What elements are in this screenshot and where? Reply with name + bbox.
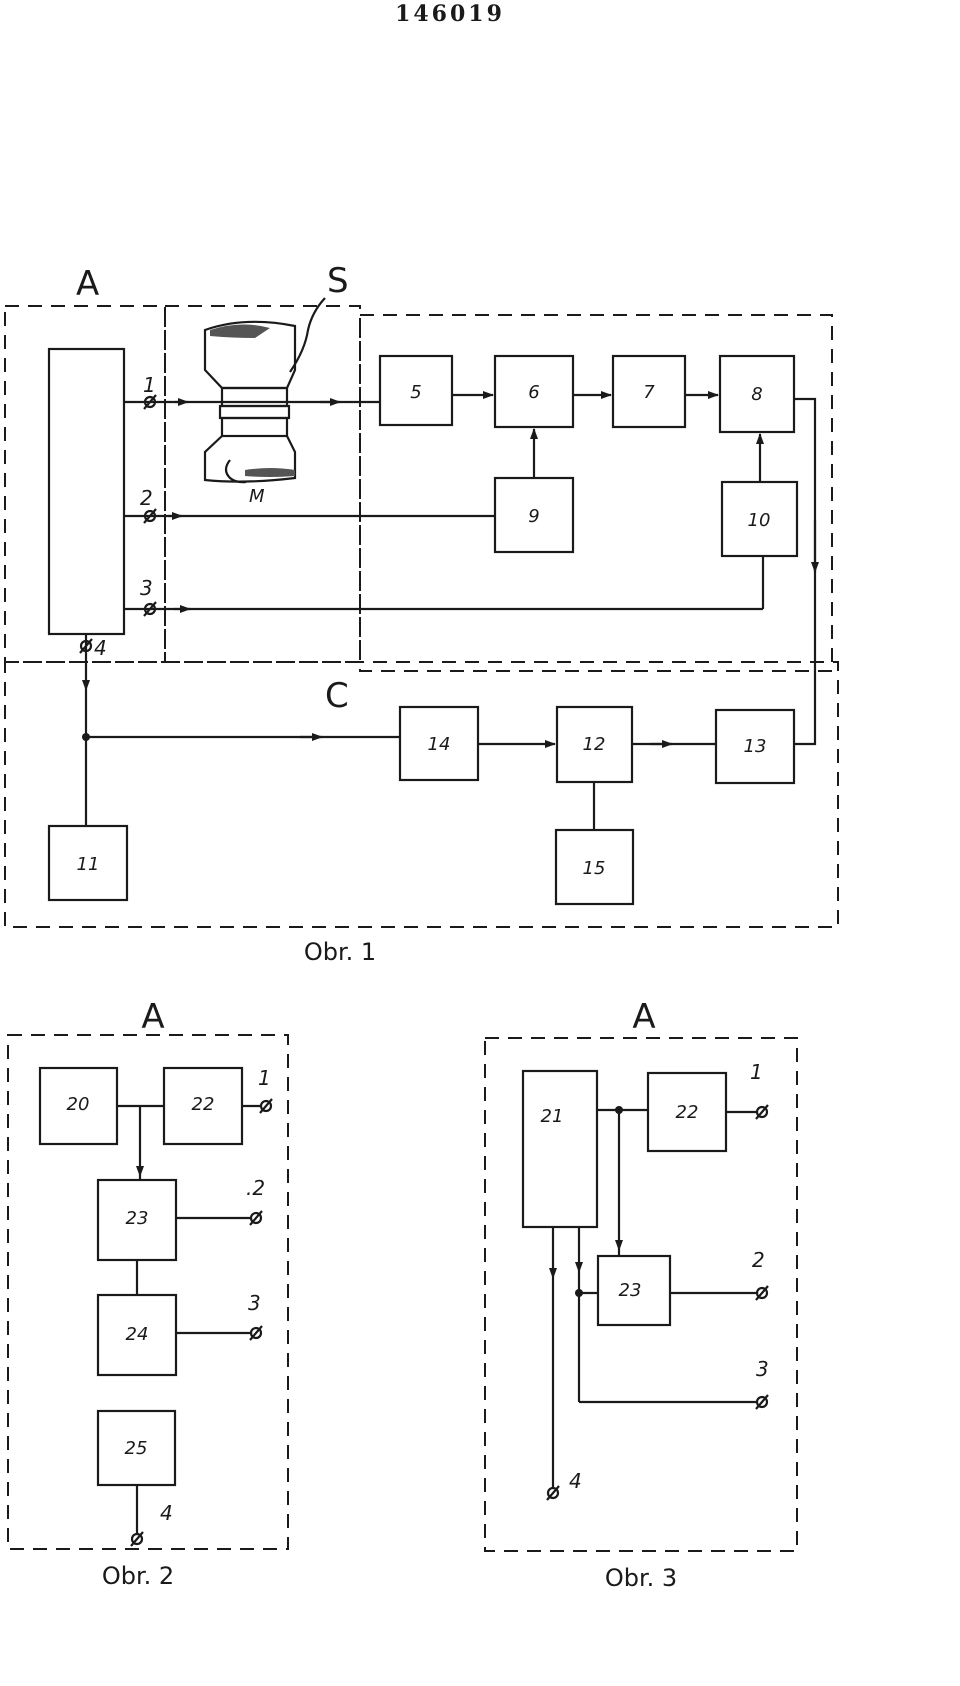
fig1-label-S: S [327,261,349,301]
fig3-block-22-label: 22 [676,1102,699,1123]
fig2-block-24 [96,1293,178,1377]
block-5-label: 5 [410,382,421,403]
region-C [4,661,839,928]
block-10-label: 10 [748,510,771,531]
figure-2: A 20 22 1 23 .2 24 3 25 4 Obr. 2 [7,997,289,1590]
fig1-caption: Obr. 1 [304,938,376,966]
fig2-block-23-label: 23 [126,1208,149,1229]
block-15-label: 15 [583,858,606,879]
fig2-terminal-3: 3 [248,1291,261,1315]
block-10 [720,480,799,558]
block-14 [398,705,480,782]
block-8 [718,354,796,434]
fig3-terminal-3: 3 [756,1357,769,1381]
fig3-block-23-label: 23 [619,1280,642,1301]
fig2-label-A: A [141,997,164,1037]
block-9 [493,476,575,554]
block-7-label: 7 [643,382,655,403]
block-6 [493,354,575,429]
terminal-2-symbol [143,509,157,523]
terminal-1-symbol [143,395,157,409]
fig2-block-22-label: 22 [192,1094,215,1115]
block-11 [47,824,129,902]
fig3-caption: Obr. 3 [605,1564,677,1592]
fig1-terminal-4: 4 [94,636,107,660]
block-11-label: 11 [77,854,100,875]
region-A [4,305,166,663]
fig3-terminal-1: 1 [750,1060,763,1084]
fig1-label-C: C [325,676,349,716]
fig3-terminal-2: 2 [752,1248,765,1272]
fig2-caption: Obr. 2 [102,1562,174,1590]
terminal-3-symbol [143,602,157,616]
block-14-label: 14 [428,734,451,755]
fig1-terminal-1: 1 [143,373,156,397]
block-A-source [47,347,126,636]
region-B [359,314,833,672]
figure-1: A S C M 1 2 [4,261,839,966]
fig2-block-20-label: 20 [67,1094,90,1115]
block-9-label: 9 [528,506,539,527]
specimen-S: M [203,297,326,507]
fig2-region-A [7,1034,289,1550]
fig2-block-22 [162,1066,244,1146]
fig1-label-M: M [249,486,265,507]
fig2-terminal-4: 4 [160,1501,173,1525]
fig3-block-21 [521,1069,599,1229]
fig1-terminal-3: 3 [140,576,153,600]
fig3-terminal-4: 4 [569,1469,582,1493]
fig1-terminal-2: 2 [140,486,153,510]
fig3-region-A [484,1037,798,1552]
block-5 [378,354,454,427]
fig2-terminal-1: 1 [258,1066,271,1090]
patent-number: 146019 [395,1,505,27]
block-13 [714,708,796,785]
fig2-block-20 [38,1066,119,1146]
block-8-label: 8 [751,384,762,405]
figure-3: A 21 22 1 23 2 3 4 Obr. 3 [484,997,798,1592]
block-15 [554,828,635,906]
fig3-block-21-label: 21 [541,1106,564,1127]
block-12-label: 12 [583,734,606,755]
fig2-terminal-2: .2 [246,1176,265,1200]
fig3-label-A: A [632,997,655,1037]
fig2-block-24-label: 24 [126,1324,149,1345]
fig1-label-A: A [76,264,99,304]
block-6-label: 6 [528,382,539,403]
block-7 [611,354,687,429]
fig2-block-25-label: 25 [125,1438,148,1459]
fig3-block-23 [596,1254,672,1327]
block-13-label: 13 [744,736,767,757]
